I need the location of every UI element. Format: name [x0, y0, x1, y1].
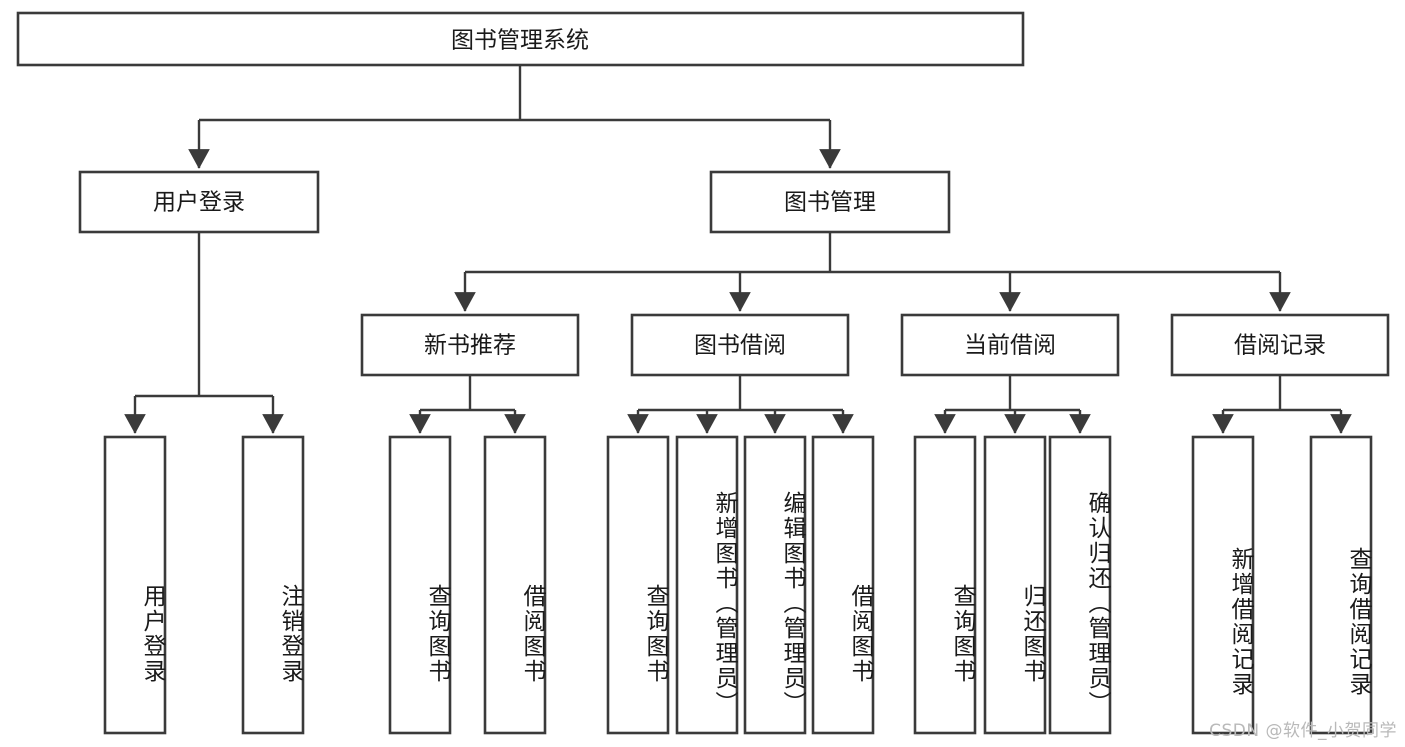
connector-current-borrow-to-leaves	[934, 375, 1091, 434]
leaf-query-book-2-box[interactable]	[606, 435, 670, 735]
node-borrow-record[interactable]: 借阅记录	[1170, 313, 1390, 377]
leaf-query-book-3-box[interactable]	[913, 435, 977, 735]
node-new-book-rec-box[interactable]	[360, 313, 580, 377]
leaf-query-record-box[interactable]	[1309, 435, 1373, 735]
node-book-manage-label: 图书管理	[784, 190, 876, 216]
node-borrow-record-box[interactable]	[1170, 313, 1390, 377]
node-borrow-record-label: 借阅记录	[1234, 333, 1326, 359]
leaf-logout-box[interactable]	[241, 435, 305, 735]
connector-book-manage-to-level3	[454, 232, 1291, 312]
connector-new-book-rec-to-leaves	[409, 375, 526, 434]
node-new-book-rec-label: 新书推荐	[424, 333, 516, 359]
leaf-confirm-return-box[interactable]	[1048, 435, 1112, 735]
node-root-label: 图书管理系统	[451, 28, 589, 54]
connector-book-borrow-to-leaves	[627, 375, 854, 434]
node-book-borrow[interactable]: 图书借阅	[630, 313, 850, 377]
node-root-box[interactable]	[16, 11, 1025, 67]
leaf-edit-book-box[interactable]	[743, 435, 807, 735]
leaf-borrow-book-2-box[interactable]	[811, 435, 875, 735]
node-user-login[interactable]: 用户登录	[78, 170, 320, 234]
connector-root-to-level2	[188, 65, 841, 169]
leaf-add-record-box[interactable]	[1191, 435, 1255, 735]
node-book-borrow-box[interactable]	[630, 313, 850, 377]
node-current-borrow-box[interactable]	[900, 313, 1120, 377]
leaf-user-login-box[interactable]	[103, 435, 167, 735]
leaf-query-book-1-box[interactable]	[388, 435, 452, 735]
node-book-manage[interactable]: 图书管理	[709, 170, 951, 234]
node-new-book-rec[interactable]: 新书推荐	[360, 313, 580, 377]
leaf-borrow-book-1-box[interactable]	[483, 435, 547, 735]
node-current-borrow-label: 当前借阅	[964, 333, 1056, 359]
csdn-watermark: CSDN @软件_小贺同学	[1209, 721, 1397, 741]
connector-user-login-to-leaves	[124, 232, 284, 434]
leaf-add-book-box[interactable]	[675, 435, 739, 735]
node-book-manage-box[interactable]	[709, 170, 951, 234]
node-current-borrow[interactable]: 当前借阅	[900, 313, 1120, 377]
node-user-login-label: 用户登录	[153, 190, 245, 216]
leaf-return-book-box[interactable]	[983, 435, 1047, 735]
node-book-borrow-label: 图书借阅	[694, 333, 786, 359]
node-root[interactable]: 图书管理系统	[16, 11, 1025, 67]
connector-borrow-record-to-leaves	[1212, 375, 1352, 434]
